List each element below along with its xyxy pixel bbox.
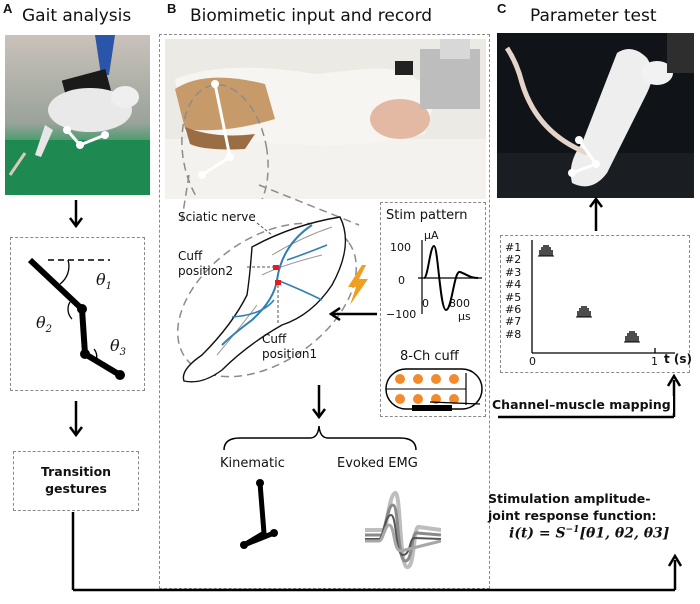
panel-title-biomimetic: Biomimetic input and record [190, 6, 433, 26]
transition-gestures-label: Transition gestures [40, 464, 112, 496]
raster-box [500, 235, 690, 373]
channel-label-4: #4 [505, 278, 522, 292]
panel-letter-c: C [497, 1, 507, 16]
stim-tick-minus100: −100 [386, 308, 417, 321]
stim-unit-x: μs [458, 310, 471, 323]
stim-tick-x800: 800 [449, 297, 470, 310]
channel-label-7: #7 [505, 315, 522, 329]
sciatic-nerve-label: Sciatic nerve [178, 210, 256, 224]
raster-tick-1: 1 [651, 355, 658, 368]
photo-rat-suspended [497, 33, 694, 198]
kinematic-stick-figure [240, 479, 278, 549]
theta2-label: θ2 [36, 313, 53, 336]
theta3-label: θ3 [110, 336, 127, 359]
channel-label-8: #8 [505, 327, 522, 341]
arrow-up-icon [589, 196, 603, 231]
cuff-8ch-diagram [385, 368, 483, 411]
stim-waveform [418, 240, 482, 314]
evoked-emg-label: Evoked EMG [337, 456, 418, 471]
stim-pattern-box [380, 202, 486, 417]
kinematic-label: Kinematic [220, 456, 285, 471]
cuff-position2-label: Cuff position2 [178, 249, 234, 278]
channel-muscle-mapping-label: Channel–muscle mapping [490, 396, 673, 413]
photo-rat-surgery [165, 39, 486, 199]
theta1-label: θ1 [96, 270, 113, 293]
panel-title-parameter-test: Parameter test [530, 6, 657, 26]
raster-channel-labels: #1 #2 #3 #4 #5 #6 #7 #8 [505, 241, 522, 341]
mapping-connector [430, 373, 682, 419]
evoked-emg-waveforms [365, 490, 442, 570]
photo-rat-treadmill [5, 35, 150, 195]
raster-tick-0: 0 [529, 355, 536, 368]
panel-letter-b: B [167, 1, 177, 16]
zoom-connector [180, 174, 360, 226]
stim-pattern-title: Stim pattern [386, 208, 468, 223]
stim-raster-plot [531, 240, 675, 354]
channel-label-6: #6 [505, 303, 522, 317]
panel-letter-a: A [3, 1, 13, 16]
output-brace [223, 425, 417, 451]
cuff-position1-label: Cuff position1 [262, 332, 318, 361]
stimulation-function-formula: i(t) = S−1[θ1, θ2, θ3] [509, 525, 670, 542]
feedback-loop-arrow [71, 512, 683, 592]
channel-label-1: #1 [505, 241, 522, 254]
arrow-left-icon [328, 306, 377, 322]
arrow-down-icon [69, 401, 83, 438]
raster-xlabel: t (s) [664, 352, 693, 366]
cuff-8ch-title: 8-Ch cuff [400, 349, 459, 364]
arrow-down-icon [69, 200, 83, 229]
channel-label-5: #5 [505, 290, 522, 304]
panel-title-gait-analysis: Gait analysis [22, 6, 132, 26]
nerve-leg-illustration [176, 216, 358, 383]
stim-tick-x0: 0 [422, 297, 429, 310]
stim-unit-y: μA [424, 229, 439, 242]
stim-tick-100: 100 [390, 241, 411, 254]
channel-label-3: #3 [505, 265, 522, 279]
panel-b-box [159, 34, 490, 589]
joint-angle-box [10, 237, 145, 391]
channel-label-2: #2 [505, 253, 522, 267]
stim-tick-0: 0 [398, 274, 405, 287]
lightning-icon [348, 265, 368, 305]
stimulation-function-text: Stimulation amplitude- joint response fu… [488, 491, 657, 523]
joint-angle-diagram [27, 257, 125, 380]
transition-gestures-box [13, 451, 139, 511]
arrow-down-icon [312, 385, 326, 420]
